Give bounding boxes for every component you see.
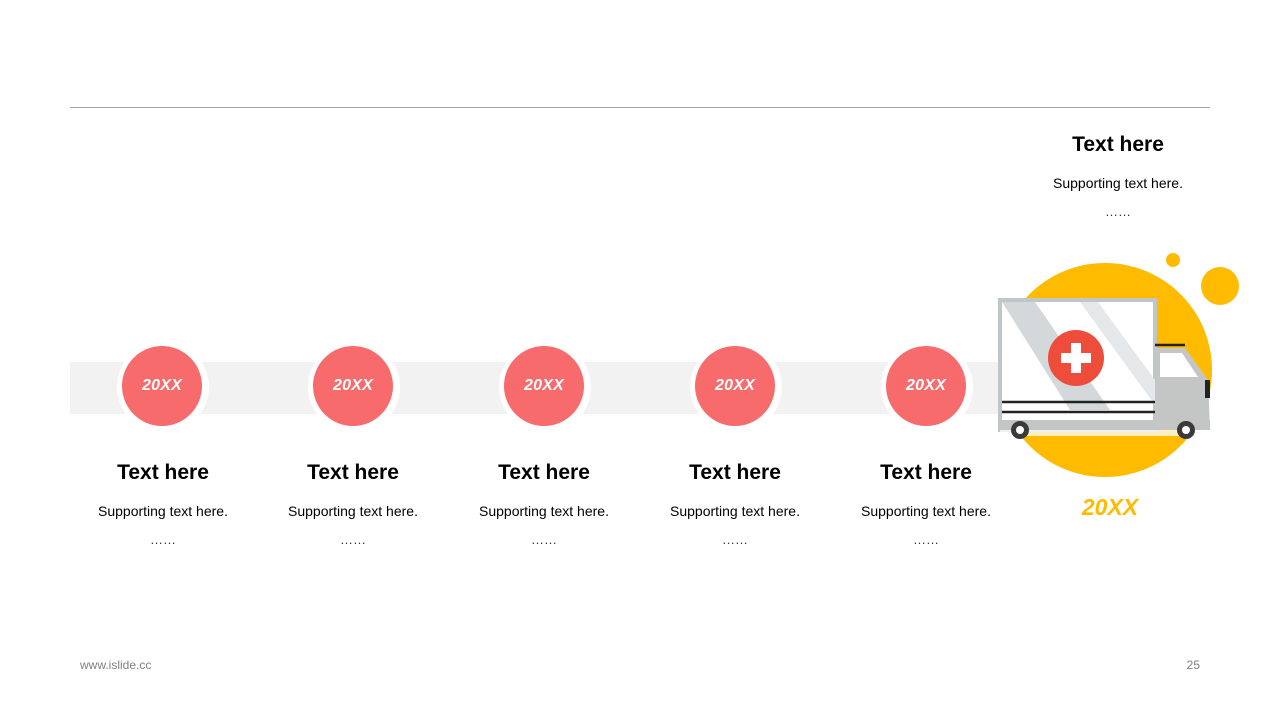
final-year: 20XX: [1081, 494, 1139, 520]
timeline-year-4: 20XX: [695, 346, 775, 426]
milestone-title-2: Text here: [307, 461, 399, 484]
milestone-title-4: Text here: [689, 461, 781, 484]
milestone-title-1: Text here: [117, 461, 209, 484]
final-title: Text here: [1072, 133, 1164, 156]
footer-site: www.islide.cc: [80, 658, 152, 672]
milestone-text-4: Supporting text here.: [670, 503, 800, 519]
milestone-text-2: Supporting text here.: [288, 503, 418, 519]
milestone-dots-4: ……: [722, 532, 748, 547]
final-dots: ……: [1105, 204, 1131, 219]
milestone-dots-3: ……: [531, 532, 557, 547]
milestone-title-5: Text here: [880, 461, 972, 484]
large-bubble: [1201, 267, 1239, 305]
milestone-text-3: Supporting text here.: [479, 503, 609, 519]
timeline-year-3: 20XX: [504, 346, 584, 426]
small-bubble: [1166, 253, 1180, 267]
timeline-node-5: 20XX: [881, 341, 973, 433]
ambulance-truck-icon: [998, 253, 1239, 477]
milestone-text-5: Supporting text here.: [861, 503, 991, 519]
timeline-year-1: 20XX: [122, 346, 202, 426]
milestone-title-3: Text here: [498, 461, 590, 484]
milestone-dots-5: ……: [913, 532, 939, 547]
timeline-year-5: 20XX: [886, 346, 966, 426]
timeline-node-1: 20XX: [117, 341, 209, 433]
timeline-node-2: 20XX: [308, 341, 400, 433]
milestone-text-1: Supporting text here.: [98, 503, 228, 519]
final-text: Supporting text here.: [1053, 175, 1183, 191]
milestone-dots-1: ……: [150, 532, 176, 547]
timeline-node-4: 20XX: [690, 341, 782, 433]
timeline-year-2: 20XX: [313, 346, 393, 426]
header-divider: [70, 107, 1210, 108]
timeline-node-3: 20XX: [499, 341, 591, 433]
milestone-dots-2: ……: [340, 532, 366, 547]
page-number: 25: [1186, 658, 1200, 672]
